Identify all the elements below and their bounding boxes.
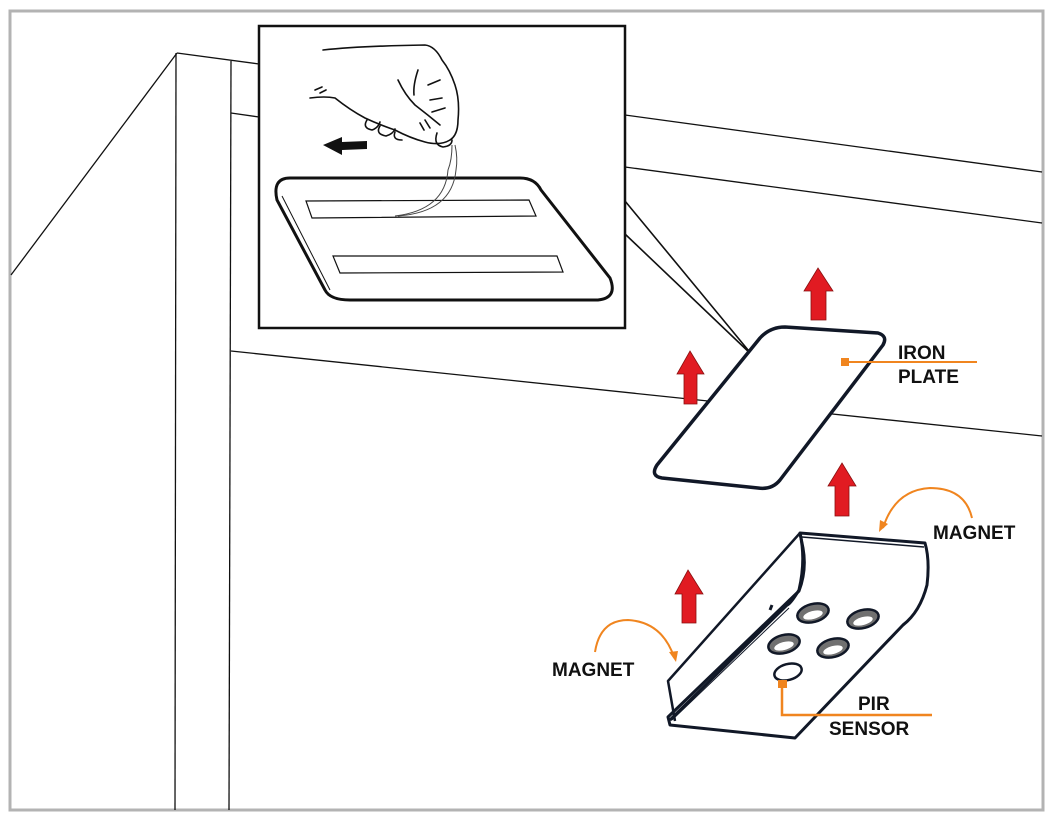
adhesive-strip-2 [332,255,564,274]
inset-peel-detail [257,24,627,330]
cabinet-bottom-edge [230,350,1043,437]
hand-icon [309,44,460,148]
pir-label-line1: PIR [858,694,890,715]
arrow-up-icon [803,267,834,321]
iron-plate-label-line1: IRON [898,343,946,364]
cabinet-top-edge-inner [230,112,260,118]
arrow-up-icon [674,569,704,624]
cabinet-top-edge [176,52,260,65]
magnet-callout-right: MAGNET [879,486,1016,544]
pir-sensor-light-bar [666,531,930,740]
cabinet-side-diagonal [10,52,178,276]
arrow-left-icon [323,137,367,155]
magnet-callout-left: MAGNET [552,618,678,681]
pir-lenses [767,602,880,682]
cabinet-edge-2 [228,60,232,811]
pir-sensor-callout: PIR SENSOR [778,680,932,740]
iron-plate-label-line2: PLATE [898,367,959,388]
iron-plate-callout: IRON PLATE [841,343,977,388]
arrow-up-icon [827,462,857,517]
magnet-label-right: MAGNET [933,523,1016,544]
iron-plate [652,325,887,491]
push-arrows [674,267,857,624]
pir-sensor-eye [773,662,803,682]
cabinet-rail-1 [624,114,1043,173]
arrow-up-icon [676,350,705,405]
cabinet [10,52,1043,811]
pir-label-line2: SENSOR [829,719,910,740]
peeled-backing [394,144,453,217]
magnet-label-left: MAGNET [552,660,635,681]
cabinet-rail-2 [624,166,1043,224]
cabinet-edge-1 [174,52,177,811]
